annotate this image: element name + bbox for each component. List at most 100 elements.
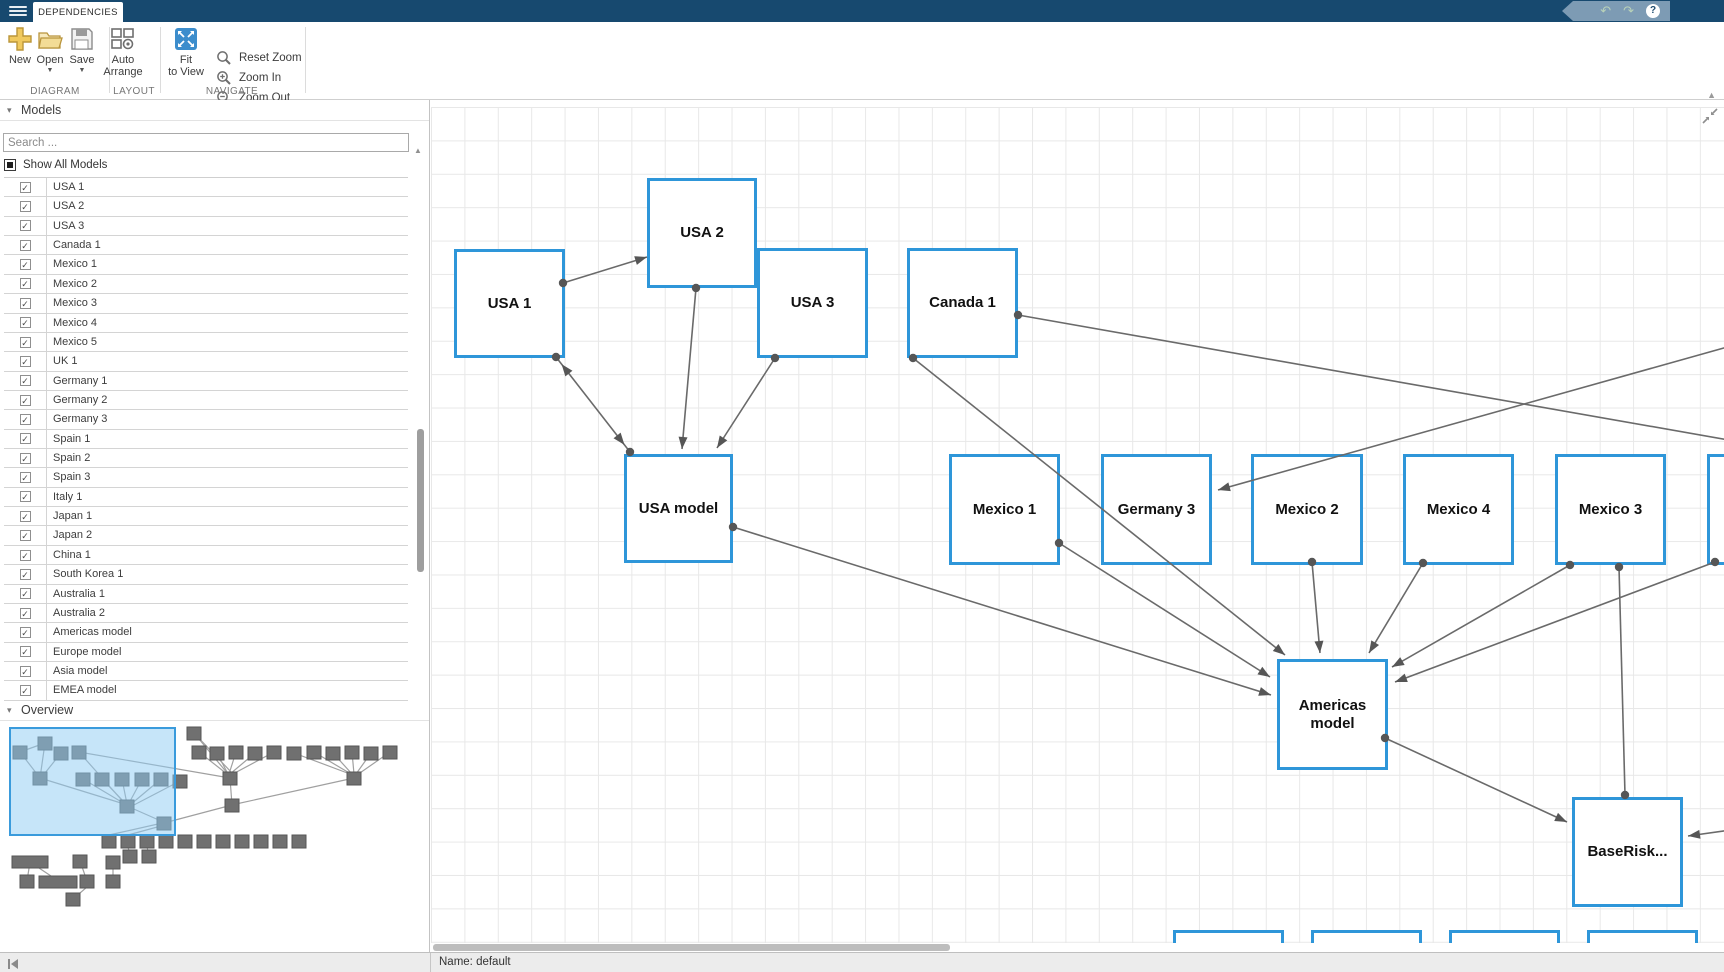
model-row[interactable]: ✓USA 2 [4, 197, 408, 217]
graph-node[interactable]: USA 1 [454, 249, 565, 358]
model-checkbox[interactable]: ✓ [19, 472, 31, 484]
graph-node[interactable]: BaseRisk... [1572, 797, 1683, 907]
save-dropdown-caret[interactable]: ▼ [78, 67, 86, 74]
model-row[interactable]: ✓Germany 3 [4, 410, 408, 430]
help-icon[interactable]: ? [1646, 4, 1660, 18]
ribbon-collapse-icon[interactable]: ▲ [1707, 90, 1716, 100]
model-checkbox[interactable]: ✓ [19, 452, 31, 464]
scroll-up-icon[interactable]: ▲ [414, 146, 422, 155]
open-button[interactable]: Open ▼ [30, 26, 70, 74]
model-row[interactable]: ✓Japan 2 [4, 526, 408, 546]
model-checkbox[interactable]: ✓ [19, 491, 31, 503]
overview-section-header[interactable]: ▾ Overview [0, 700, 429, 721]
model-row[interactable]: ✓Asia model [4, 661, 408, 682]
model-checkbox[interactable]: ✓ [19, 317, 31, 329]
tab-dependencies[interactable]: DEPENDENCIES [33, 2, 123, 22]
graph-node[interactable]: Mexico 4 [1403, 454, 1514, 565]
graph-node[interactable]: USA 3 [757, 248, 868, 358]
model-row[interactable]: ✓Europe model [4, 642, 408, 662]
hamburger-menu-icon[interactable] [7, 4, 29, 18]
model-row[interactable]: ✓EMEA model [4, 681, 408, 701]
model-row[interactable]: ✓Spain 3 [4, 468, 408, 488]
model-checkbox[interactable]: ✓ [19, 297, 31, 309]
model-row[interactable]: ✓USA 1 [4, 178, 408, 198]
model-checkbox[interactable]: ✓ [19, 413, 31, 425]
model-row[interactable]: ✓Canada 1 [4, 236, 408, 256]
graph-node[interactable]: Canada 1 [907, 248, 1018, 358]
model-checkbox[interactable]: ✓ [19, 568, 31, 580]
model-row[interactable]: ✓Mexico 5 [4, 332, 408, 353]
canvas-fit-icon[interactable] [1702, 108, 1718, 129]
model-checkbox[interactable]: ✓ [19, 607, 31, 619]
redo-icon[interactable]: ↷ [1623, 3, 1634, 18]
model-row[interactable]: ✓USA 3 [4, 216, 408, 237]
reset-zoom-button[interactable]: Reset Zoom [216, 48, 302, 68]
model-row[interactable]: ✓Germany 1 [4, 371, 408, 391]
collapse-triangle-icon[interactable]: ▾ [7, 105, 12, 115]
open-dropdown-caret[interactable]: ▼ [46, 67, 54, 74]
model-checkbox[interactable]: ✓ [19, 665, 31, 677]
show-all-checkbox[interactable] [4, 159, 16, 171]
model-checkbox[interactable]: ✓ [19, 336, 31, 348]
model-checkbox[interactable]: ✓ [19, 433, 31, 445]
model-checkbox[interactable]: ✓ [19, 181, 31, 193]
undo-icon[interactable]: ↶ [1600, 3, 1612, 18]
model-row[interactable]: ✓Mexico 3 [4, 294, 408, 314]
model-row[interactable]: ✓Spain 2 [4, 449, 408, 469]
model-row[interactable]: ✓China 1 [4, 545, 408, 566]
model-row[interactable]: ✓Mexico 4 [4, 313, 408, 333]
go-to-first-icon[interactable] [7, 957, 21, 972]
graph-node[interactable] [1311, 930, 1422, 943]
save-button[interactable]: Save ▼ [62, 26, 102, 74]
graph-node[interactable]: Mexico 2 [1251, 454, 1363, 565]
model-checkbox[interactable]: ✓ [19, 278, 31, 290]
model-row[interactable]: ✓Mexico 1 [4, 255, 408, 275]
model-row[interactable]: ✓Mexico 2 [4, 274, 408, 295]
model-checkbox[interactable]: ✓ [19, 646, 31, 658]
graph-node[interactable] [1449, 930, 1560, 943]
model-checkbox[interactable]: ✓ [19, 201, 31, 213]
search-input[interactable] [3, 133, 409, 152]
model-row[interactable]: ✓Australia 1 [4, 584, 408, 604]
model-checkbox[interactable]: ✓ [19, 588, 31, 600]
model-row[interactable]: ✓UK 1 [4, 352, 408, 372]
graph-node[interactable]: Germany 3 [1101, 454, 1212, 565]
graph-node[interactable]: Mexico 1 [949, 454, 1060, 565]
graph-node[interactable]: USA model [624, 454, 733, 563]
graph-node[interactable]: Mexico 3 [1555, 454, 1666, 565]
model-row[interactable]: ✓Italy 1 [4, 487, 408, 508]
model-checkbox[interactable]: ✓ [19, 355, 31, 367]
model-checkbox-cell: ✓ [4, 449, 47, 468]
graph-node[interactable] [1707, 454, 1724, 565]
graph-node[interactable]: USA 2 [647, 178, 757, 288]
zoom-in-button[interactable]: Zoom In [216, 68, 281, 88]
model-row[interactable]: ✓Germany 2 [4, 390, 408, 411]
model-checkbox[interactable]: ✓ [19, 530, 31, 542]
graph-node[interactable] [1587, 930, 1698, 943]
models-list-scrollbar[interactable] [417, 429, 424, 572]
model-checkbox[interactable]: ✓ [19, 375, 31, 387]
model-row[interactable]: ✓Japan 1 [4, 507, 408, 527]
models-section-header[interactable]: ▾ Models [0, 100, 429, 121]
model-checkbox[interactable]: ✓ [19, 626, 31, 638]
model-checkbox[interactable]: ✓ [19, 239, 31, 251]
graph-node[interactable] [1173, 930, 1284, 943]
collapse-triangle-icon[interactable]: ▾ [7, 705, 12, 715]
model-row[interactable]: ✓South Korea 1 [4, 565, 408, 585]
horizontal-scrollbar[interactable] [433, 944, 950, 951]
show-all-models-toggle[interactable]: Show All Models [4, 155, 107, 175]
model-row[interactable]: ✓Australia 2 [4, 603, 408, 624]
new-button[interactable]: New [0, 26, 40, 66]
model-checkbox[interactable]: ✓ [19, 259, 31, 271]
model-checkbox[interactable]: ✓ [19, 220, 31, 232]
model-checkbox[interactable]: ✓ [19, 549, 31, 561]
model-checkbox[interactable]: ✓ [19, 394, 31, 406]
model-checkbox[interactable]: ✓ [19, 685, 31, 697]
graph-node[interactable]: Americas model [1277, 659, 1388, 770]
model-row[interactable]: ✓Spain 1 [4, 429, 408, 450]
model-checkbox[interactable]: ✓ [19, 510, 31, 522]
minimap-viewport[interactable] [9, 727, 176, 836]
model-row[interactable]: ✓Americas model [4, 623, 408, 643]
